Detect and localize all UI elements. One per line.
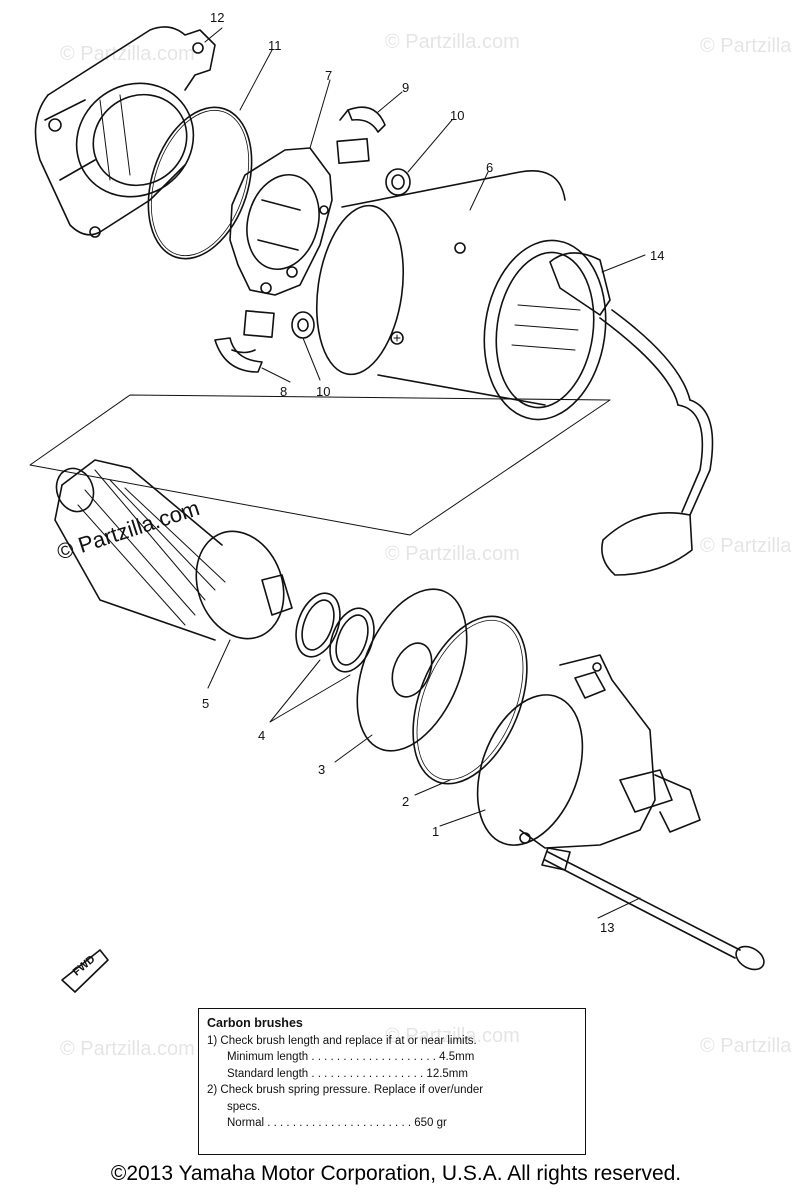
part-2-o-ring (412, 615, 528, 785)
callout-10-bottom: 10 (316, 384, 330, 399)
watermark: © Partzilla.com (385, 31, 520, 53)
callout-10-top: 10 (450, 108, 464, 123)
callout-11: 11 (268, 38, 282, 53)
callout-9: 9 (402, 80, 409, 95)
part-14-lead-wire (549, 252, 714, 576)
callout-13: 13 (600, 920, 614, 935)
part-3-plate (356, 588, 468, 752)
fwd-arrow-icon (61, 949, 109, 993)
part-9-brush-top (336, 106, 386, 165)
notes-line-3: Standard length . . . . . . . . . . . . … (227, 1067, 468, 1080)
notes-line-1: 1) Check brush length and replace if at … (207, 1034, 477, 1047)
copyright-notice: ©2013 Yamaha Motor Corporation, U.S.A. A… (110, 1162, 682, 1185)
callout-7: 7 (325, 68, 332, 83)
part-6-yoke (315, 170, 607, 421)
watermark: © Partzilla.com (385, 543, 520, 565)
assembly-guide-lines (29, 394, 611, 536)
leader-lines (204, 27, 646, 919)
part-5-armature (54, 459, 293, 641)
part-10-bearing-top (385, 168, 411, 196)
callout-5: 5 (202, 696, 209, 711)
part-10-bearing-bottom (291, 311, 315, 339)
callout-8: 8 (280, 384, 287, 399)
callout-14: 14 (650, 248, 664, 263)
part-11-o-ring (147, 106, 253, 260)
part-12-housing (34, 26, 216, 238)
notes-line-5: specs. (227, 1100, 261, 1113)
watermark-layer: © Partzilla.com © Partzilla.com © Partzi… (60, 31, 792, 1060)
watermark: © Partzilla.com (60, 1038, 195, 1060)
watermark: © Partzilla.com (700, 35, 792, 57)
callout-labels: 12 11 7 9 10 6 14 8 10 5 4 3 2 1 13 FWD (71, 10, 665, 979)
callout-4: 4 (258, 728, 265, 743)
notes-line-6: Normal . . . . . . . . . . . . . . . . .… (227, 1117, 447, 1129)
callout-2: 2 (402, 794, 409, 809)
watermark-diagonal: © Partzilla.com (54, 495, 203, 565)
notes-line-4: 2) Check brush spring pressure. Replace … (207, 1084, 484, 1096)
callout-6: 6 (486, 160, 493, 175)
notes-title: Carbon brushes (207, 1016, 303, 1030)
carbon-brushes-notes: Carbon brushes 1) Check brush length and… (198, 1008, 586, 1155)
part-7-brush-plate (229, 147, 333, 296)
watermark: © Partzilla.com (700, 1035, 792, 1057)
part-8-brush-bottom (214, 310, 275, 373)
part-4-shims (295, 592, 375, 673)
watermark: © Partzilla.com (60, 43, 195, 65)
callout-12: 12 (210, 10, 224, 25)
notes-line-2: Minimum length . . . . . . . . . . . . .… (227, 1051, 475, 1063)
part-13-bolt (541, 847, 765, 971)
watermark: © Partzilla.com (385, 1025, 520, 1047)
watermark: © Partzilla.com (700, 535, 792, 557)
callout-3: 3 (318, 762, 325, 777)
part-1-front-cover (476, 654, 701, 849)
callout-1: 1 (432, 824, 439, 839)
